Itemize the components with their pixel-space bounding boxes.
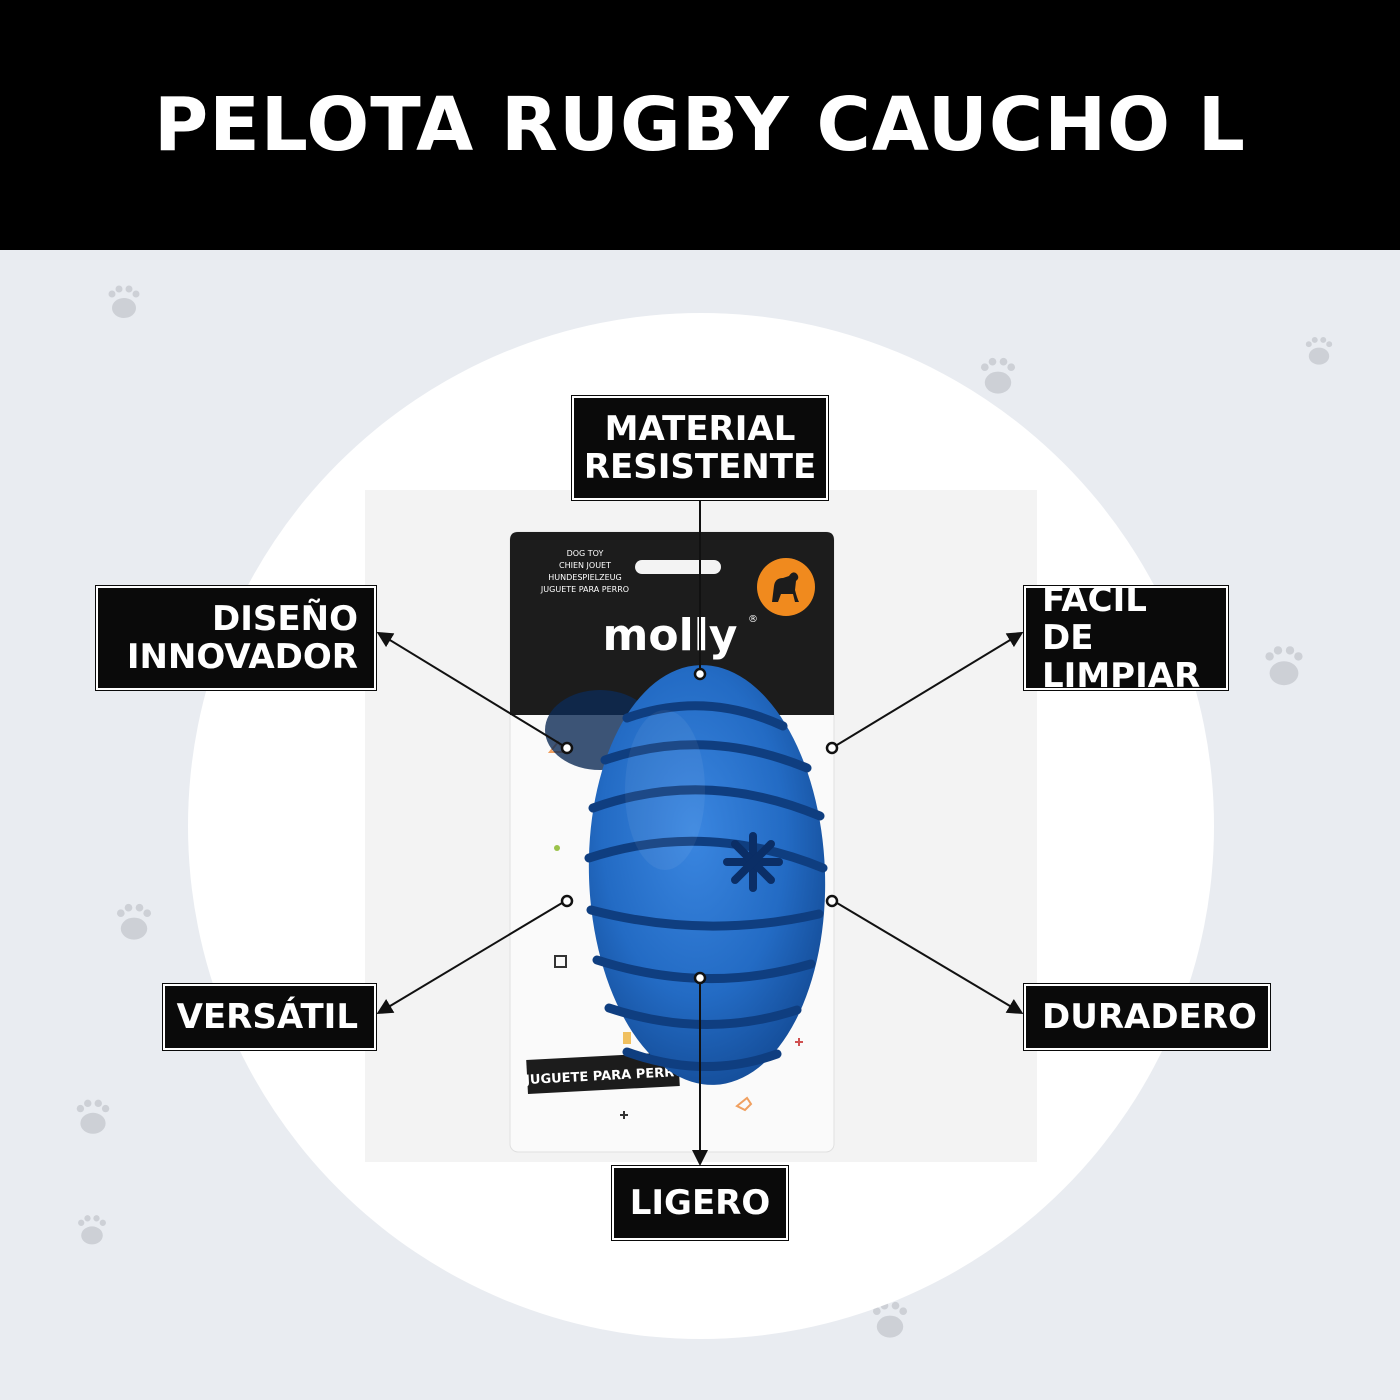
label-line: RESISTENTE <box>583 447 817 487</box>
paw-print-icon <box>872 1301 908 1338</box>
rugby-ball <box>584 665 828 1085</box>
label-line: INNOVADOR <box>126 637 358 677</box>
label-text: VERSÁTIL <box>176 997 358 1037</box>
paw-print-icon <box>116 903 152 940</box>
label-line: FÁCIL DE <box>1042 580 1147 658</box>
header-bar: PELOTA RUGBY CAUCHO L <box>0 0 1400 250</box>
label-line: DISEÑO <box>212 599 358 639</box>
paw-print-icon <box>1305 336 1333 365</box>
label-material-resistente: MATERIAL RESISTENTE <box>571 395 829 501</box>
package-line: JUGUETE PARA PERRO <box>540 585 629 594</box>
label-text: DURADERO <box>1042 997 1257 1037</box>
label-text: LIGERO <box>629 1183 771 1223</box>
paw-print-icon <box>980 357 1016 394</box>
registered-mark: ® <box>748 614 758 625</box>
page-title: PELOTA RUGBY CAUCHO L <box>154 82 1246 168</box>
label-diseno-innovador: DISEÑO INNOVADOR <box>95 585 377 691</box>
paw-print-icon <box>76 1099 110 1134</box>
brand-logo: molly <box>603 610 738 661</box>
paw-print-icon <box>78 1215 106 1245</box>
package-line: DOG TOY <box>567 549 604 558</box>
package-line: HUNDESPIELZEUG <box>548 573 621 582</box>
paw-print-icon <box>108 285 140 318</box>
label-line: LIMPIAR <box>1042 656 1201 696</box>
label-line: MATERIAL <box>604 409 796 449</box>
package-line: CHIEN JOUET <box>559 561 611 570</box>
product-illustration: DOG TOY CHIEN JOUET HUNDESPIELZEUG JUGUE… <box>509 531 835 1153</box>
product-photo: DOG TOY CHIEN JOUET HUNDESPIELZEUG JUGUE… <box>365 490 1037 1162</box>
label-versatil: VERSÁTIL <box>162 983 377 1051</box>
label-facil-de-limpiar: FÁCIL DE LIMPIAR <box>1023 581 1229 695</box>
dog-silhouette-icon <box>772 572 799 602</box>
label-ligero: LIGERO <box>611 1165 789 1241</box>
package-header <box>510 532 834 715</box>
label-duradero: DURADERO <box>1023 983 1271 1051</box>
paw-print-icon <box>1265 646 1303 686</box>
